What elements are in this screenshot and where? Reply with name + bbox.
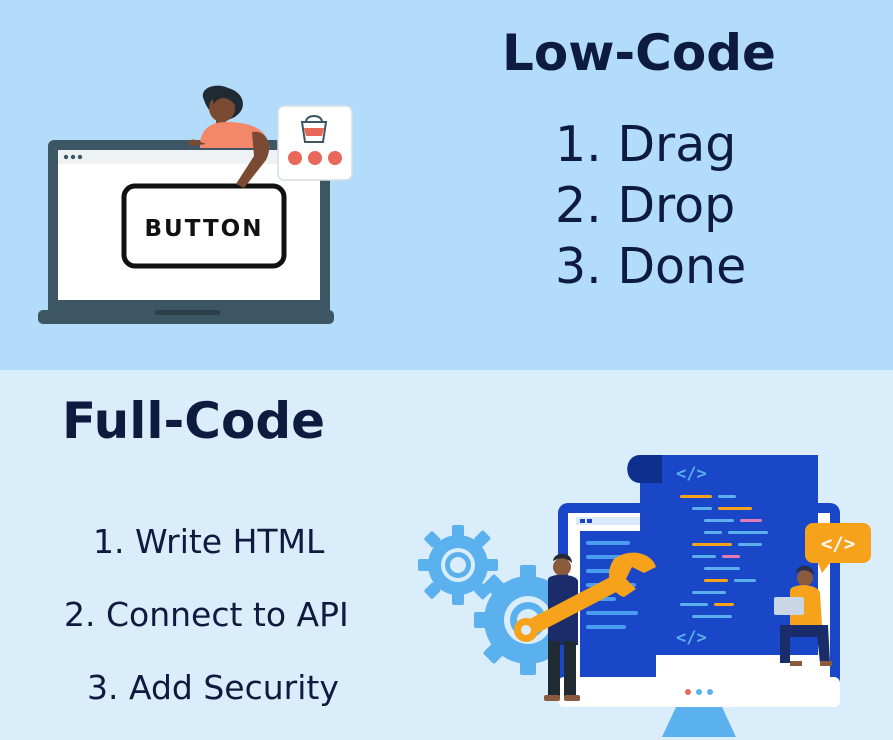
woman-figure	[188, 85, 270, 188]
code-tag-bottom: </>	[676, 628, 707, 648]
demo-button: BUTTON	[121, 183, 287, 269]
low-code-step: 3. Done	[555, 238, 747, 295]
code-tag-top: </>	[676, 464, 707, 484]
full-code-panel: Full-Code 1. Write HTML 2. Connect to AP…	[0, 370, 893, 740]
full-code-steps: 1. Write HTML 2. Connect to API 3. Add S…	[64, 505, 349, 724]
full-code-step: 1. Write HTML	[93, 522, 325, 561]
code-bubble-label: </>	[821, 533, 855, 555]
low-code-steps: 1. Drag 2. Drop 3. Done	[555, 114, 746, 297]
laptop-illustration: BUTTON	[38, 85, 353, 324]
low-code-step: 1. Drag	[555, 116, 737, 173]
low-code-panel: BUTTON Low-Code 1. Drag 2.	[0, 0, 893, 370]
full-code-step: 3. Add Security	[87, 668, 339, 707]
laptop-base	[38, 310, 334, 324]
full-code-title: Full-Code	[62, 392, 326, 450]
low-code-step: 2. Drop	[555, 177, 736, 234]
color-dot	[328, 151, 342, 165]
man-figure	[774, 565, 832, 666]
code-scroll: </> </>	[627, 455, 818, 655]
color-dot	[308, 151, 322, 165]
wrench-icon	[514, 552, 656, 642]
demo-button-label: BUTTON	[145, 216, 264, 242]
paint-bucket-card	[277, 105, 353, 181]
coding-illustration: </> </>	[418, 455, 871, 737]
color-dot	[288, 151, 302, 165]
low-code-title: Low-Code	[502, 24, 776, 82]
gear-icon	[418, 525, 498, 605]
code-tag-icon: </>	[805, 523, 871, 573]
paint-bucket-icon	[300, 115, 328, 143]
full-code-step: 2. Connect to API	[64, 595, 349, 634]
